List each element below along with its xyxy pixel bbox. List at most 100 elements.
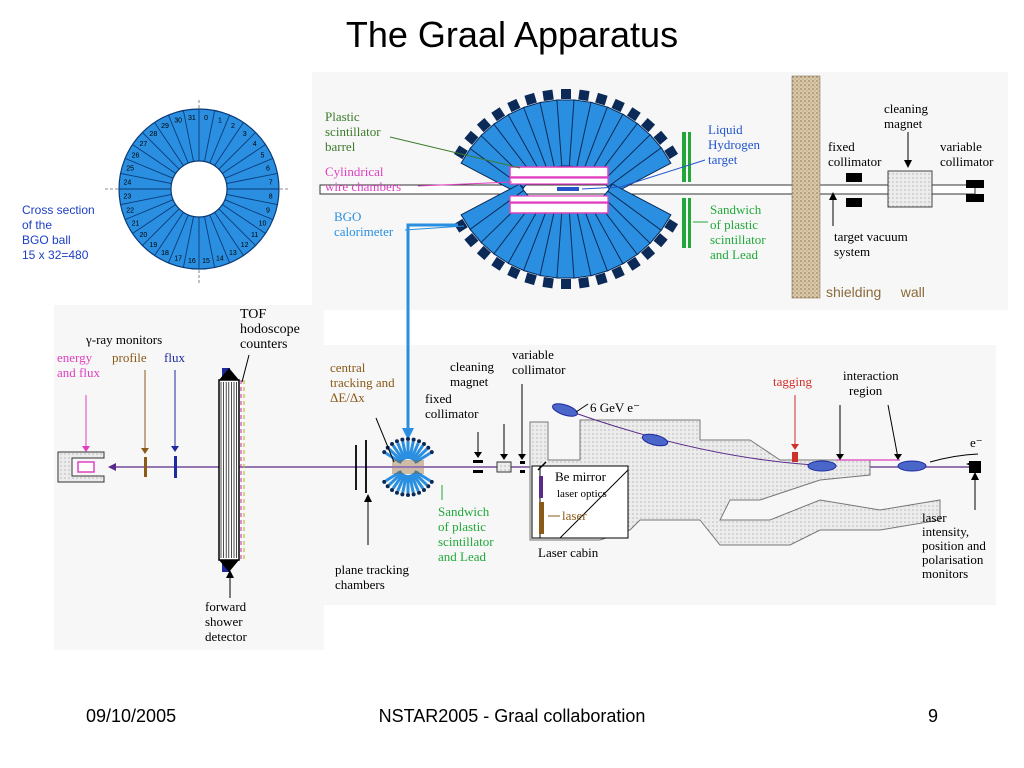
laser-monitors-label: laser intensity, position and polarisati…	[922, 510, 989, 581]
tof-label: TOF hodoscope counters	[240, 307, 303, 352]
bgo-sector-number: 17	[174, 255, 182, 262]
bgo-sector-divider	[124, 157, 174, 179]
bgo-sector-number: 18	[161, 250, 169, 257]
forward-shower-label: forward shower detector	[205, 599, 249, 644]
bgo-sector-divider	[214, 122, 244, 166]
fixed-collimator-label-bottom: fixed collimator	[425, 391, 479, 421]
variable-collimator-label-bottom: variable collimator	[512, 347, 566, 377]
bgo-sector-number: 27	[139, 141, 147, 148]
bgo-sector-divider	[214, 212, 244, 256]
crystal-readout	[664, 218, 679, 233]
footer-date: 09/10/2005	[86, 706, 177, 726]
forward-shower-detector-lines	[220, 382, 237, 558]
bgo-sector-number: 4	[253, 141, 257, 148]
bgo-sector-number: 7	[269, 179, 273, 186]
mini-crystal	[401, 441, 408, 460]
mini-crystal	[411, 472, 425, 490]
bgo-sector-divider	[142, 208, 180, 246]
bgo-crystals-bottom	[453, 183, 679, 289]
mini-crystal	[388, 471, 404, 487]
plane-tracking-label: plane tracking chambers	[335, 562, 412, 592]
detector-labels: Plastic scintillator barrel Cylindrical …	[325, 101, 994, 300]
bgo-sector-number: 15	[202, 258, 210, 265]
zoom-connector-arrow	[406, 223, 458, 430]
bgo-calorimeter-label: BGO calorimeter	[334, 209, 394, 239]
crystal-readout	[542, 89, 554, 101]
crystal-readout	[653, 233, 668, 248]
mini-crystal	[391, 444, 405, 462]
bgo-sector-number: 14	[216, 255, 224, 262]
bgo-sector-divider	[209, 114, 231, 164]
crystal-readout	[491, 107, 506, 122]
bgo-caption: Cross section of the BGO ball 15 x 32=48…	[22, 203, 95, 263]
mini-readout	[426, 445, 431, 450]
bgo-sector-number: 24	[123, 179, 131, 186]
mini-crystal	[408, 441, 415, 460]
mini-readout	[382, 450, 387, 455]
bgo-sector-number: 28	[149, 131, 157, 138]
bgo-sector-number: 20	[139, 232, 147, 239]
bgo-sector-number: 5	[261, 153, 265, 160]
bgo-sector-number: 22	[126, 207, 134, 214]
bgo-sector-number: 13	[229, 250, 237, 257]
bgo-sector-number: 6	[266, 166, 270, 173]
bgo-sector-number: 0	[204, 115, 208, 122]
bgo-crystals-top	[453, 89, 679, 195]
laser-label: laser	[562, 508, 587, 523]
beamline-center	[355, 384, 526, 545]
crystal-readout	[524, 92, 537, 106]
crystal-readout	[476, 245, 492, 261]
bgo-sector-number: 3	[243, 131, 247, 138]
electron-label: e⁻	[970, 435, 983, 450]
wire-chambers-label: Cylindrical wire chambers	[325, 164, 401, 194]
bgo-sector-number: 19	[149, 242, 157, 249]
laser-optics-label: laser optics	[557, 488, 607, 500]
sandwich-label-bottom: Sandwich of plastic scintillator and Lea…	[438, 504, 497, 564]
bgo-sector-divider	[124, 199, 174, 221]
bgo-sector-number: 31	[188, 115, 196, 122]
mini-readout	[400, 437, 405, 442]
bgo-sector-number: 16	[188, 258, 196, 265]
mini-crystal	[411, 444, 425, 462]
bgo-sector-divider	[132, 204, 176, 234]
bgo-caption-line: Cross section	[22, 203, 95, 217]
target-label: Liquid Hydrogen target	[708, 122, 763, 167]
mini-readout	[421, 487, 426, 492]
bgo-sector-divider	[154, 212, 184, 256]
interaction-region-label: interaction region	[843, 368, 902, 398]
laser-cabin-and-beam	[529, 395, 981, 546]
crystal-readout	[611, 98, 625, 113]
bgo-sector-divider	[224, 199, 274, 221]
footer-page-number: 9	[928, 706, 939, 726]
bgo-sector-divider	[204, 216, 216, 268]
mini-readout	[394, 439, 399, 444]
footer-center: NSTAR2005 - Graal collaboration	[378, 706, 646, 726]
crystal-readout	[626, 256, 641, 271]
crystal-readout	[561, 279, 571, 289]
bgo-sector-divider	[226, 172, 278, 184]
profile-label: profile	[112, 350, 147, 365]
laser-cabin-label: Laser cabin	[538, 545, 599, 560]
bgo-crystal	[607, 183, 672, 231]
slide-title: The Graal Apparatus	[345, 14, 679, 55]
crystal-readout	[640, 245, 656, 261]
bgo-sector-number: 9	[266, 207, 270, 214]
bgo-caption-line: of the	[22, 218, 53, 232]
bgo-sector-dividers	[119, 109, 279, 269]
bgo-sector-divider	[218, 208, 256, 246]
bgo-sector-number: 21	[132, 220, 140, 227]
mini-crystal	[396, 473, 407, 492]
bgo-sector-number: 25	[126, 166, 134, 173]
bgo-sector-number: 29	[161, 123, 169, 130]
crystal-readout	[611, 265, 625, 280]
bgo-sector-divider	[132, 144, 176, 174]
crystal-readout	[453, 218, 468, 233]
mini-readout	[429, 450, 434, 455]
bgo-sector-number: 10	[259, 220, 267, 227]
bgo-sector-number: 30	[174, 118, 182, 125]
bgo-sector-number: 2	[231, 123, 235, 130]
shielding-wall-label: shielding wall	[826, 284, 925, 300]
